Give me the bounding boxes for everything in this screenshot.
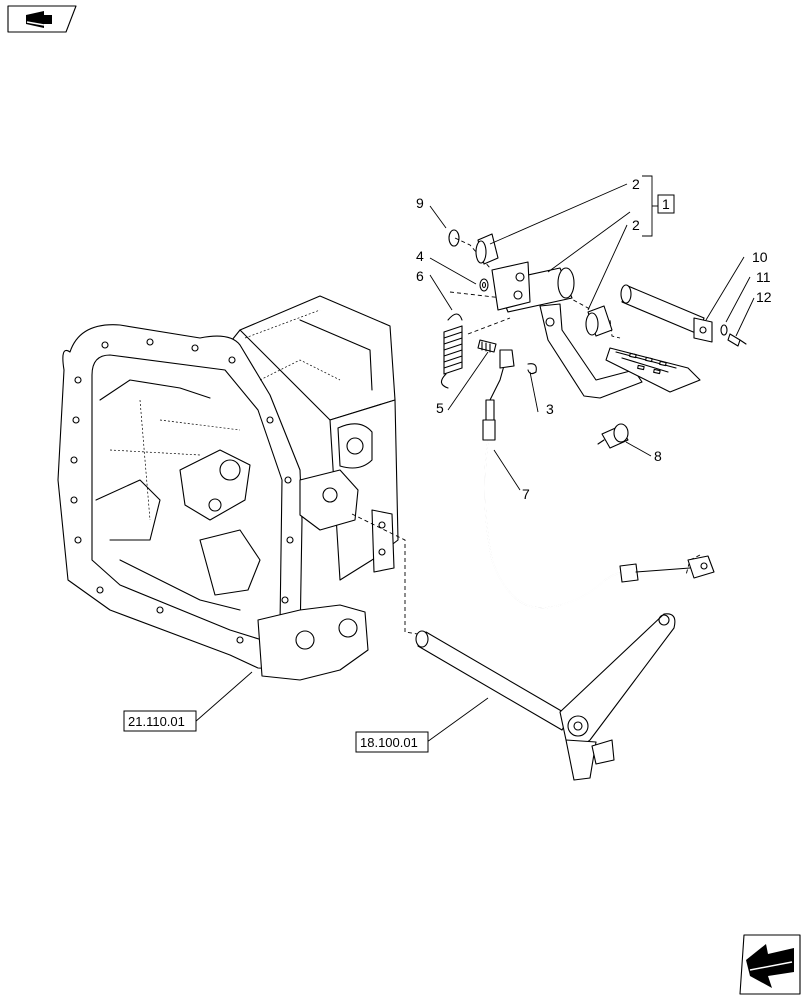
- book-arrow-icon[interactable]: [7, 5, 77, 33]
- circlip: [448, 229, 460, 247]
- callout-7: 7: [522, 486, 530, 502]
- retaining-clip: [527, 363, 537, 375]
- transmission-housing: [57, 295, 399, 681]
- callout-2-top: 2: [632, 176, 640, 192]
- next-page-arrow-icon[interactable]: [739, 934, 801, 995]
- bolt: [727, 333, 747, 347]
- leader-lines: [194, 175, 755, 743]
- callout-1-box: [657, 194, 675, 214]
- reference-21-110-01[interactable]: 21.110.01: [123, 710, 197, 732]
- callout-8: 8: [654, 448, 662, 464]
- callout-9: 9: [416, 195, 424, 211]
- clutch-release-shaft: [415, 613, 676, 781]
- callout-10: 10: [752, 249, 768, 265]
- washer: [479, 278, 489, 292]
- bushing-right: [585, 305, 613, 337]
- lock-washer: [720, 324, 728, 336]
- reference-21-110-01-label: 21.110.01: [128, 714, 185, 729]
- bushing-left: [475, 233, 499, 265]
- callout-2-right: 2: [632, 217, 640, 233]
- alignment-line-cable-lever: [685, 554, 701, 576]
- return-spring: [440, 313, 463, 389]
- callout-5: 5: [436, 400, 444, 416]
- callout-11: 11: [756, 269, 771, 285]
- reference-18-100-01-label: 18.100.01: [360, 735, 418, 750]
- callout-12: 12: [756, 289, 772, 305]
- callout-3: 3: [546, 401, 554, 417]
- callout-4: 4: [416, 248, 424, 264]
- reference-18-100-01[interactable]: 18.100.01: [355, 731, 429, 753]
- alignment-line-top: [449, 237, 621, 339]
- rubber-stop: [597, 423, 629, 449]
- clutch-pedal: [491, 261, 701, 399]
- cable-stud: [477, 339, 497, 353]
- callout-1: 1: [662, 196, 670, 212]
- pivot-shaft: [620, 284, 713, 343]
- clutch-cable: [482, 349, 715, 609]
- callout-6: 6: [416, 268, 424, 284]
